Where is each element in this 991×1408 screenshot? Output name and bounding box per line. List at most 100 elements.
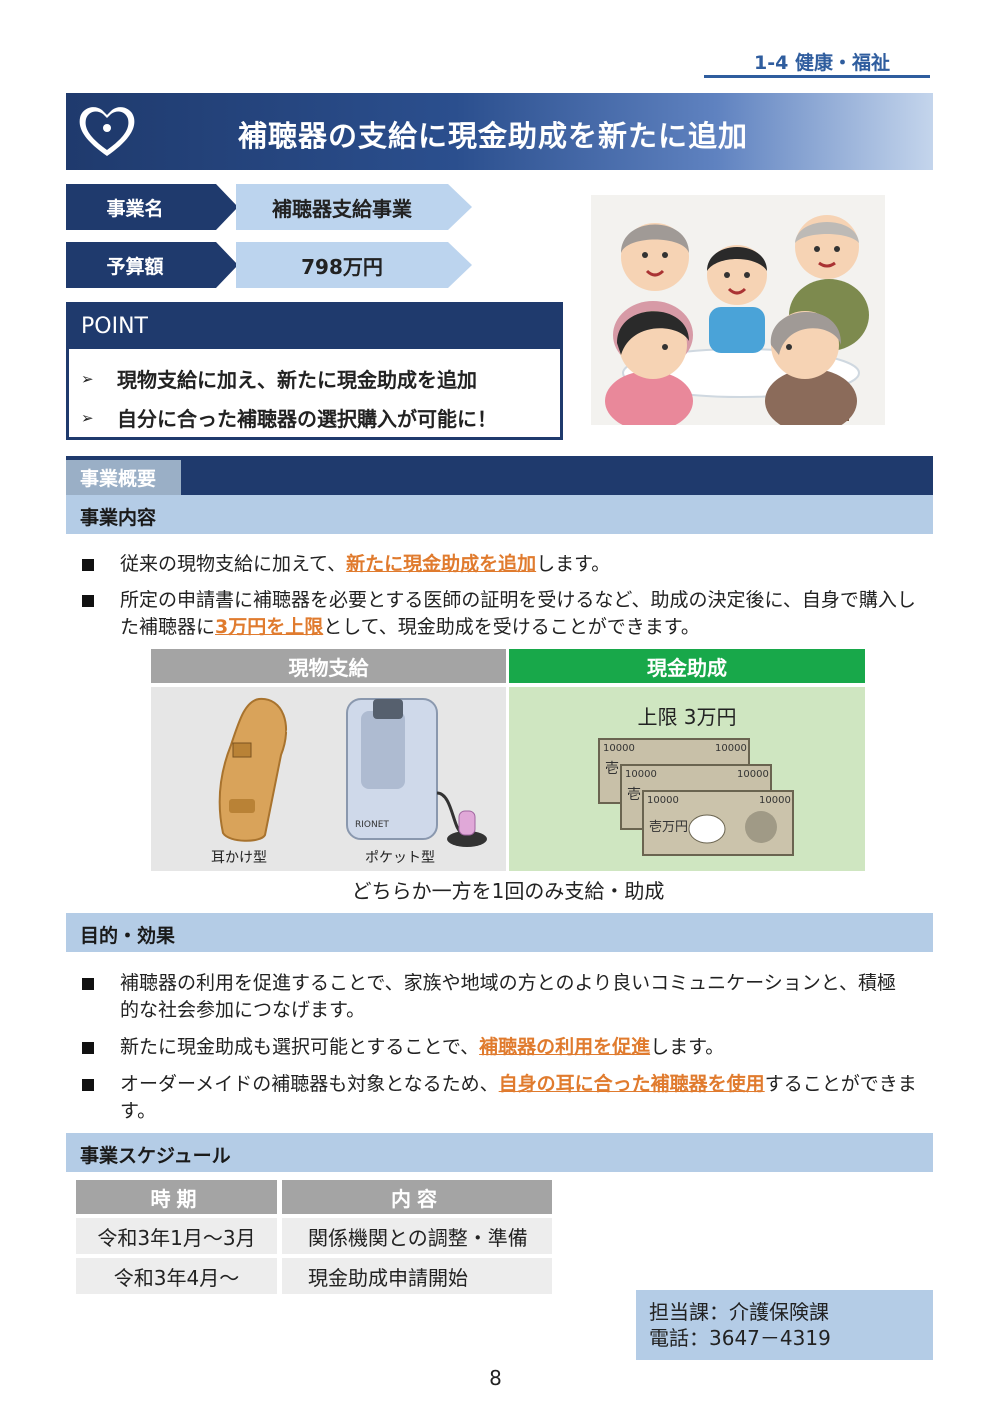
contact-phone: 電話：3647－4319: [649, 1326, 831, 1350]
square-bullet-icon: [82, 559, 94, 571]
bullet-highlight: 補聴器の利用を促進: [479, 1036, 651, 1058]
cash-limit-text: 上限 3万円: [637, 705, 737, 729]
project-name-value-text: 補聴器支給事業: [272, 196, 412, 221]
purpose-heading: 目的・効果: [80, 925, 176, 947]
project-name-label-text: 事業名: [106, 197, 164, 220]
schedule-header-row: 時期 内容: [76, 1180, 552, 1214]
budget-label-text: 予算額: [106, 255, 164, 278]
cash-header: 現金助成: [509, 649, 865, 683]
cash-panel: 上限 3万円 10000 10000 壱 10000 10000 壱 10000…: [509, 687, 865, 871]
page-title: 補聴器の支給に現金助成を新たに追加: [238, 119, 749, 153]
bullet-text: 新たに現金助成も選択可能とすることで、: [120, 1036, 480, 1058]
arrow-bullet-icon: ➢: [81, 369, 94, 388]
content-bullet: 所定の申請書に補聴器を必要とする医師の証明を受けるなど、助成の決定後に、自身で購…: [80, 587, 930, 641]
overview-section-header: 事業概要: [66, 456, 933, 495]
banknote: 10000 10000 壱万円: [642, 790, 794, 856]
device-brand-label: RIONET: [355, 820, 389, 830]
contact-box: 担当課：介護保険課 電話：3647－4319: [636, 1290, 933, 1360]
point-item: ➢ 現物支給に加え、新たに現金助成を追加: [81, 359, 560, 398]
bill-label: 壱: [627, 786, 641, 803]
content-bullets: 従来の現物支給に加えて、新たに現金助成を追加します。 所定の申請書に補聴器を必要…: [80, 551, 930, 641]
bullet-text: 従来の現物支給に加えて、: [120, 553, 347, 575]
budget-value-text: 798万円: [301, 254, 383, 279]
bullet-text: として、現金助成を受けることができます。: [323, 616, 700, 638]
in-kind-header: 現物支給: [151, 649, 506, 683]
square-bullet-icon: [82, 595, 94, 607]
bullet-text: します。: [536, 553, 611, 575]
section-tag-underline: [704, 75, 930, 78]
project-name-row: 事業名 補聴器支給事業: [66, 184, 476, 230]
schedule-period-cell: 令和3年1月～3月: [76, 1218, 277, 1254]
point-item-text: 自分に合った補聴器の選択購入が可能に！: [117, 407, 497, 431]
budget-value: 798万円: [236, 242, 472, 288]
square-bullet-icon: [82, 1042, 94, 1054]
behind-ear-hearing-aid-icon: [218, 697, 296, 842]
square-bullet-icon: [82, 978, 94, 990]
bill-number: 10000: [737, 769, 769, 780]
pocket-type-caption: ポケット型: [365, 850, 435, 866]
bullet-text: することができます。: [120, 1073, 917, 1122]
purpose-bullet: 補聴器の利用を促進することで、家族や地域の方とのより良いコミュニケーションと、積…: [80, 970, 910, 1024]
project-value-chevron: [448, 184, 472, 230]
content-subheading: 事業内容: [80, 507, 157, 529]
section-tag: 1-4 健康・福祉: [704, 46, 930, 78]
project-name-label: 事業名: [66, 184, 238, 230]
project-name-value: 補聴器支給事業: [236, 184, 472, 230]
bill-label: 壱万円: [649, 820, 688, 835]
purpose-bullet: 新たに現金助成も選択可能とすることで、補聴器の利用を促進します。: [80, 1034, 930, 1061]
point-item: ➢ 自分に合った補聴器の選択購入が可能に！: [81, 398, 560, 437]
point-list: ➢ 現物支給に加え、新たに現金助成を追加 ➢ 自分に合った補聴器の選択購入が可能…: [69, 349, 560, 437]
schedule-row: 令和3年4月～ 現金助成申請開始: [76, 1254, 552, 1294]
koto-sports-logo: [79, 107, 135, 156]
bullet-text: 所定の申請書に補聴器を必要とする医師の証明を受けるなど、助成の決定後に、自身で購…: [120, 589, 916, 638]
point-item-text: 現物支給に加え、新たに現金助成を追加: [117, 368, 477, 392]
square-bullet-icon: [82, 1079, 94, 1091]
purpose-subheader: 目的・効果: [66, 913, 933, 952]
budget-label-chevron: [216, 242, 238, 288]
bill-number: 10000: [603, 743, 635, 754]
schedule-row: 令和3年1月～3月 関係機関との調整・準備: [76, 1214, 552, 1254]
schedule-table: 時期 内容 令和3年1月～3月 関係機関との調整・準備 令和3年4月～ 現金助成…: [76, 1180, 552, 1294]
bill-number: 10000: [647, 795, 679, 806]
schedule-col-content: 内容: [282, 1180, 552, 1214]
schedule-col-period: 時期: [76, 1180, 277, 1214]
purpose-bullet: オーダーメイドの補聴器も対象となるため、自身の耳に合った補聴器を使用することがで…: [80, 1071, 930, 1125]
bill-label: 壱: [605, 760, 619, 777]
arrow-bullet-icon: ➢: [81, 408, 94, 427]
bullet-highlight: 自身の耳に合った補聴器を使用: [498, 1073, 765, 1095]
bill-number: 10000: [715, 743, 747, 754]
bullet-highlight: 新たに現金助成を追加: [346, 553, 537, 575]
bill-number: 10000: [625, 769, 657, 780]
contact-department: 担当課：介護保険課: [649, 1300, 829, 1324]
in-kind-panel: 耳かけ型 RIONET ポケット型: [151, 687, 506, 871]
schedule-heading: 事業スケジュール: [80, 1145, 231, 1167]
point-box: POINT ➢ 現物支給に加え、新たに現金助成を追加 ➢ 自分に合った補聴器の選…: [66, 302, 563, 440]
schedule-content-cell: 関係機関との調整・準備: [282, 1218, 552, 1254]
content-bullet: 従来の現物支給に加えて、新たに現金助成を追加します。: [80, 551, 930, 578]
schedule-subheader: 事業スケジュール: [66, 1133, 933, 1172]
schedule-content-cell: 現金助成申請開始: [282, 1258, 552, 1294]
budget-value-chevron: [448, 242, 472, 288]
content-subheader: 事業内容: [66, 495, 933, 534]
comparison-note: どちらか一方を1回のみ支給・助成: [351, 879, 665, 903]
bullet-text: 補聴器の利用を促進することで、家族や地域の方とのより良いコミュニケーションと、積…: [120, 972, 896, 1021]
pocket-hearing-aid-icon: RIONET: [346, 698, 487, 847]
bullet-text: オーダーメイドの補聴器も対象となるため、: [120, 1073, 499, 1095]
bullet-text: します。: [650, 1036, 725, 1058]
section-tag-label: 1-4 健康・福祉: [754, 52, 890, 74]
bullet-highlight: 3万円を上限: [215, 616, 324, 638]
comparison-panel: 現物支給 現金助成 耳かけ型 RIONET ポケット型 上限 3万円 10000…: [151, 649, 865, 871]
budget-row: 予算額 798万円: [66, 242, 476, 288]
project-label-chevron: [216, 184, 238, 230]
purpose-bullets: 補聴器の利用を促進することで、家族や地域の方とのより良いコミュニケーションと、積…: [80, 970, 930, 1125]
overview-tab-shape: [66, 460, 181, 495]
schedule-period-cell: 令和3年4月～: [76, 1258, 277, 1294]
yen-banknotes-icon: 10000 10000 壱 10000 10000 壱 10000 10000 …: [598, 738, 794, 856]
overview-heading: 事業概要: [80, 468, 157, 490]
budget-label: 予算額: [66, 242, 238, 288]
ear-type-caption: 耳かけ型: [211, 850, 267, 866]
bill-number: 10000: [759, 795, 791, 806]
title-banner: 補聴器の支給に現金助成を新たに追加: [66, 93, 933, 170]
point-heading: POINT: [69, 305, 560, 349]
page-number: 8: [489, 1366, 502, 1390]
